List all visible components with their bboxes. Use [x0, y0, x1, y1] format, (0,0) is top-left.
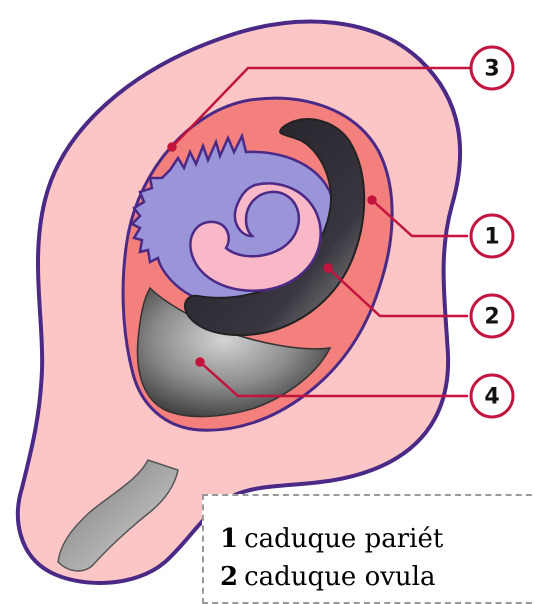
leader-dot-1 — [369, 197, 376, 204]
legend-item-1-number: 1 — [220, 524, 238, 554]
callout-3-label: 3 — [484, 57, 499, 82]
callout-2-label: 2 — [484, 305, 499, 330]
callout-2: 2 — [471, 295, 513, 337]
callout-4-label: 4 — [484, 385, 499, 410]
leader-dot-2 — [325, 265, 332, 272]
callout-1: 1 — [471, 215, 513, 257]
callout-3: 3 — [471, 47, 513, 89]
leader-dot-4 — [197, 359, 204, 366]
callout-4: 4 — [471, 375, 513, 417]
legend-item-1-text: caduque pariét — [244, 524, 443, 554]
leader-dot-3 — [169, 144, 176, 151]
callout-1-label: 1 — [484, 225, 499, 250]
